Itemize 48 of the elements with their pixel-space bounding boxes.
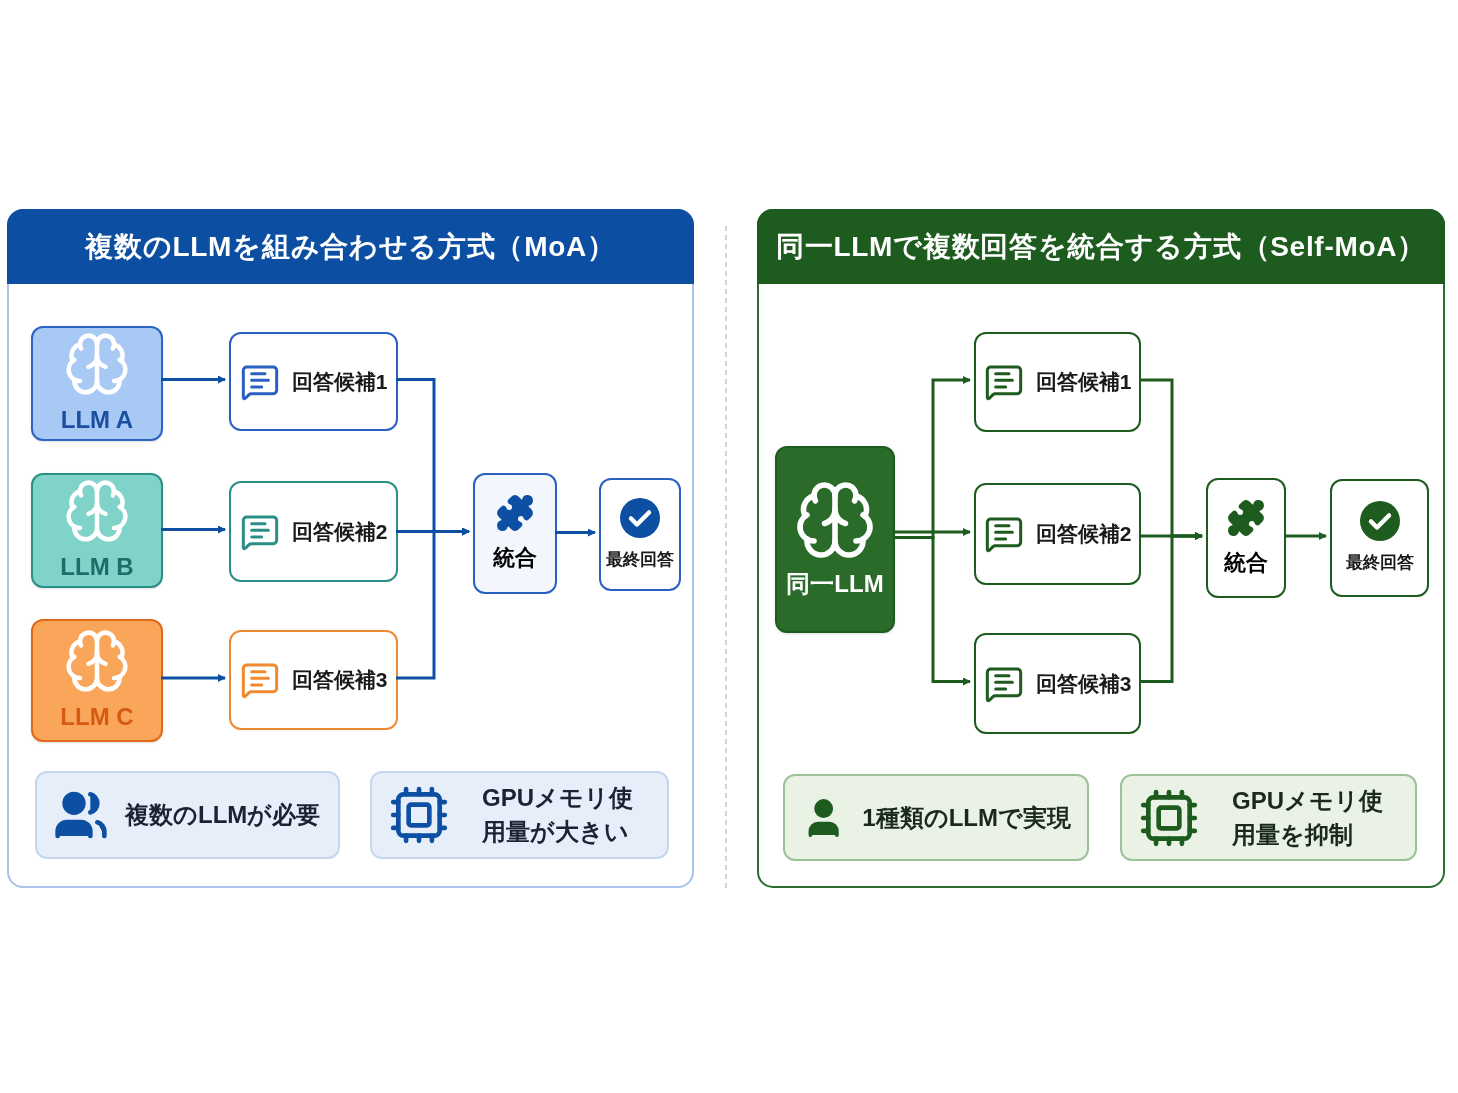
candidate-label: 回答候補1 xyxy=(291,368,388,395)
model-box xyxy=(31,326,163,441)
model-box xyxy=(31,473,163,588)
arrow xyxy=(161,375,226,384)
merge-box xyxy=(473,473,557,594)
note-card xyxy=(35,771,340,859)
note-card xyxy=(370,771,669,859)
candidate-label: 回答候補2 xyxy=(291,518,388,545)
answer-candidate-box xyxy=(229,332,398,431)
merge-label: 統合 xyxy=(1224,548,1268,577)
note-card xyxy=(1120,774,1417,861)
answer-candidate-box xyxy=(974,483,1141,585)
arrow xyxy=(893,528,971,536)
candidate-label: 回答候補1 xyxy=(1035,369,1132,396)
method-panel xyxy=(757,209,1445,888)
arrow xyxy=(1139,532,1203,683)
model-label: LLM C xyxy=(60,701,134,732)
note-text: GPUメモリ使用量を抑制 xyxy=(1231,785,1384,850)
final-answer-label: 最終回答 xyxy=(606,548,674,571)
note-text: 1種類のLLMで実現 xyxy=(862,802,1071,833)
model-box xyxy=(31,619,163,742)
method-panel xyxy=(7,209,694,888)
arrow xyxy=(555,528,596,537)
model-label: 同一LLM xyxy=(786,568,884,599)
final-answer-label: 最終回答 xyxy=(1345,552,1414,575)
panel-title: 同一LLMで複数回答を統合する方式（Self-MoA） xyxy=(776,229,1426,264)
answer-candidate-box xyxy=(974,633,1141,734)
answer-candidate-box xyxy=(229,630,398,730)
arrow xyxy=(161,674,226,682)
note-text: GPUメモリ使用量が大きい xyxy=(481,783,634,847)
candidate-label: 回答候補2 xyxy=(1035,521,1132,548)
candidate-label: 回答候補3 xyxy=(1035,670,1132,697)
arrow xyxy=(396,527,470,680)
merge-label: 統合 xyxy=(493,544,537,572)
model-box xyxy=(775,446,895,633)
note-text: 複数のLLMが必要 xyxy=(125,800,321,831)
model-label: LLM B xyxy=(60,551,134,582)
model-label: LLM A xyxy=(60,404,134,435)
answer-candidate-box xyxy=(974,332,1141,432)
final-answer-box xyxy=(1330,479,1429,597)
note-card xyxy=(783,774,1089,861)
arrow xyxy=(1284,532,1327,540)
merge-box xyxy=(1206,478,1286,598)
answer-candidate-box xyxy=(229,481,398,582)
panel-title: 複数のLLMを組み合わせる方式（MoA） xyxy=(85,229,616,264)
arrow xyxy=(161,525,226,534)
final-answer-box xyxy=(599,478,681,591)
candidate-label: 回答候補3 xyxy=(291,667,388,694)
